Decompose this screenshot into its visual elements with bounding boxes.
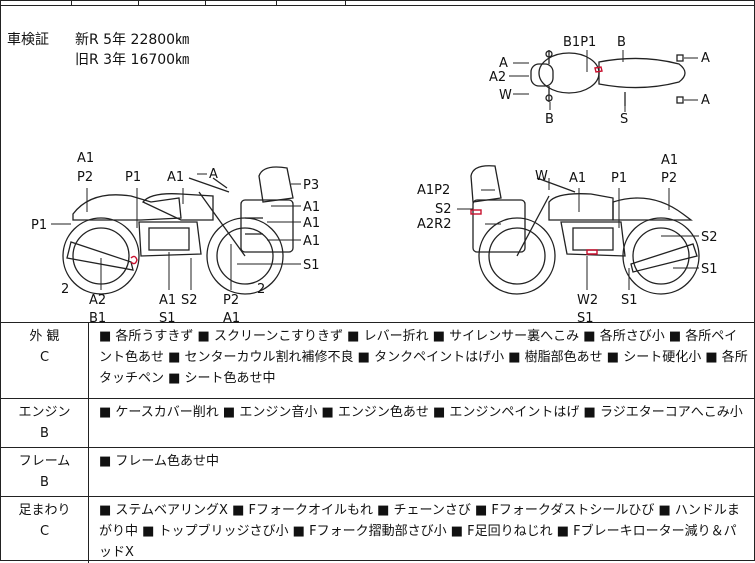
left-label-a1-tank: A1 xyxy=(167,170,184,185)
top-label-b-bottom: B xyxy=(545,112,554,127)
right-label-w: W xyxy=(535,169,548,184)
left-label-a1-r3: A1 xyxy=(303,234,320,249)
right-label-w2: W2 xyxy=(577,293,598,308)
right-label-a2r2: A2R2 xyxy=(417,217,451,232)
left-label-b1: B1 xyxy=(89,311,106,322)
left-label-a1-r1: A1 xyxy=(303,200,320,215)
section-grade: B xyxy=(40,475,49,490)
registration-old: 旧R 3年 16700㎞ xyxy=(75,52,189,68)
left-label-a-bar: A xyxy=(209,167,218,182)
damage-diagram: 車検証 新R 5年 22800㎞ 旧R 3年 16700㎞ xyxy=(1,6,754,323)
right-view-leaders xyxy=(457,178,699,290)
right-label-s2-left: S2 xyxy=(435,202,452,217)
condition-table: 外 観 C ■ 各所うすきず ■ スクリーンこすりきず ■ レバー折れ ■ サイ… xyxy=(1,323,754,563)
strip-cell xyxy=(277,1,346,5)
section-row-engine: エンジン B ■ ケースカバー削れ ■ エンジン音小 ■ エンジン色あせ ■ エ… xyxy=(1,399,754,448)
section-text: ■ ケースカバー削れ ■ エンジン音小 ■ エンジン色あせ ■ エンジンペイント… xyxy=(99,405,743,420)
left-view-leaders xyxy=(51,173,301,290)
left-label-p1-side: P1 xyxy=(31,218,47,233)
top-label-s: S xyxy=(620,112,628,127)
left-label-s1-r: S1 xyxy=(303,258,320,273)
left-label-p2: P2 xyxy=(77,170,93,185)
section-text: ■ ステムベアリングX ■ Fフォークオイルもれ ■ チェーンさび ■ Fフォー… xyxy=(99,503,740,560)
left-label-a1-r2: A1 xyxy=(303,216,320,231)
left-label-a1-bottom-right: A1 xyxy=(223,311,240,322)
top-label-a-right-top: A xyxy=(701,51,710,66)
top-label-w: W xyxy=(499,88,512,103)
top-label-a-right-bottom: A xyxy=(701,93,710,108)
top-label-b1p1: B1P1 xyxy=(563,35,596,50)
top-view-bike xyxy=(530,50,686,106)
right-damage-mark-1 xyxy=(470,209,482,215)
right-label-p2: P2 xyxy=(661,171,677,186)
right-label-a1-tank: A1 xyxy=(569,171,586,186)
top-label-a2: A2 xyxy=(489,70,506,85)
registration-label: 車検証 xyxy=(7,31,49,48)
strip-cell xyxy=(72,1,139,5)
section-row-suspension: 足まわり C ■ ステムベアリングX ■ Fフォークオイルもれ ■ チェーンさび… xyxy=(1,497,754,563)
strip-cell xyxy=(206,1,277,5)
section-row-frame: フレーム B ■ フレーム色あせ中 xyxy=(1,448,754,497)
section-name: フレーム xyxy=(18,454,71,469)
section-head: 外 観 C xyxy=(1,323,89,398)
left-damage-mark xyxy=(130,255,138,265)
strip-cell xyxy=(1,1,72,5)
right-label-p1: P1 xyxy=(611,171,627,186)
section-head: 足まわり C xyxy=(1,497,89,563)
section-name: エンジン xyxy=(18,405,71,420)
right-label-s2-right: S2 xyxy=(701,230,718,245)
section-row-exterior: 外 観 C ■ 各所うすきず ■ スクリーンこすりきず ■ レバー折れ ■ サイ… xyxy=(1,323,754,399)
top-label-b-top: B xyxy=(617,35,626,50)
section-text: ■ フレーム色あせ中 xyxy=(99,454,220,469)
right-label-a1-top: A1 xyxy=(661,153,678,168)
right-label-s1-bottom: S1 xyxy=(577,311,594,322)
section-grade: C xyxy=(39,524,50,539)
left-label-s1-bottom: S1 xyxy=(159,311,176,322)
left-view-bike xyxy=(62,166,294,295)
left-label-a1-top: A1 xyxy=(77,151,94,166)
left-label-a1-bottom: A1 xyxy=(159,293,176,308)
right-label-s1-right: S1 xyxy=(701,262,718,277)
section-grade: B xyxy=(40,426,49,441)
diagram-svg: 車検証 新R 5年 22800㎞ 旧R 3年 16700㎞ xyxy=(7,31,718,322)
section-grade: C xyxy=(39,350,50,365)
left-label-p1: P1 xyxy=(125,170,141,185)
left-label-p2-bottom: P2 xyxy=(223,293,239,308)
right-view-bike xyxy=(470,165,700,295)
top-damage-mark xyxy=(594,66,603,73)
section-name: 足まわり xyxy=(18,503,71,518)
right-damage-mark-2 xyxy=(586,249,598,255)
section-text: ■ 各所うすきず ■ スクリーンこすりきず ■ レバー折れ ■ サイレンサー裏へ… xyxy=(99,329,748,386)
strip-cell xyxy=(139,1,206,5)
top-label-a-left-top: A xyxy=(499,56,508,71)
section-name: 外 観 xyxy=(29,329,60,344)
left-label-p3: P3 xyxy=(303,178,319,193)
right-label-a1p2: A1P2 xyxy=(417,183,450,198)
section-head: フレーム B xyxy=(1,448,89,496)
right-label-s1-bottom-right: S1 xyxy=(621,293,638,308)
top-strip xyxy=(1,1,754,6)
registration-new: 新R 5年 22800㎞ xyxy=(75,32,189,48)
left-label-s2: S2 xyxy=(181,293,198,308)
top-view-leaders xyxy=(509,50,698,112)
left-label-2-left: 2 xyxy=(61,282,69,297)
section-head: エンジン B xyxy=(1,399,89,447)
left-label-a2: A2 xyxy=(89,293,106,308)
left-label-2-right: 2 xyxy=(257,282,265,297)
